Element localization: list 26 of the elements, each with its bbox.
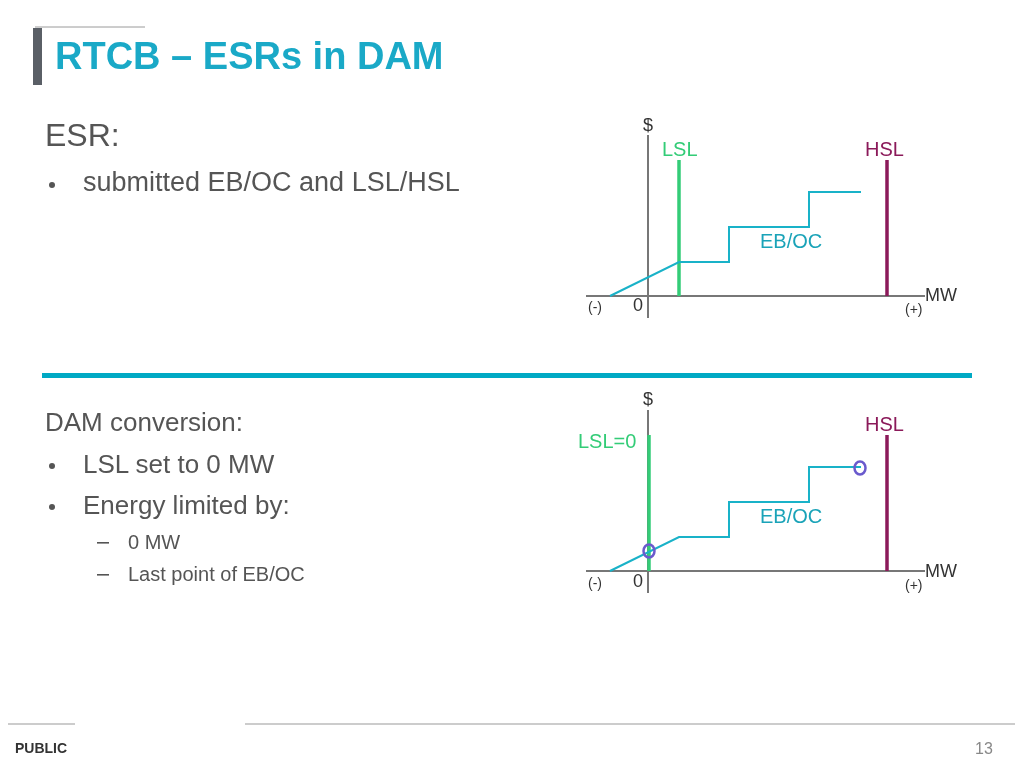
axis-label: 0 [633,572,643,592]
bullet-text: Energy limited by: [83,491,290,520]
curve-label: EB/OC [760,505,823,527]
axis-label: $ [643,390,653,410]
heading: ESR: [45,118,120,154]
limit-label: LSL=0 [578,430,637,452]
page-number: 13 [975,740,993,758]
axis-label: (-) [588,576,602,592]
slide-title: RTCB – ESRs in DAM [55,36,444,78]
bullet-text: submitted EB/OC and LSL/HSL [83,168,460,198]
limit-label: LSL [662,138,698,160]
bullet-text: LSL set to 0 MW [83,450,275,479]
limit-label: HSL [865,413,904,435]
curve-label: EB/OC [760,230,823,252]
axis-label: 0 [633,296,643,316]
heading: DAM conversion: [45,408,243,437]
axis-label: (+) [905,302,923,318]
bullet-text: 0 MW [128,531,181,553]
axis-label: (-) [588,300,602,316]
axis-label: (+) [905,578,923,594]
axis-label: MW [925,286,957,306]
axis-label: $ [643,116,653,136]
classification-label: PUBLIC [15,741,68,757]
axis-label: MW [925,562,957,582]
bullet-text: Last point of EB/OC [128,563,305,585]
limit-label: HSL [865,138,904,160]
